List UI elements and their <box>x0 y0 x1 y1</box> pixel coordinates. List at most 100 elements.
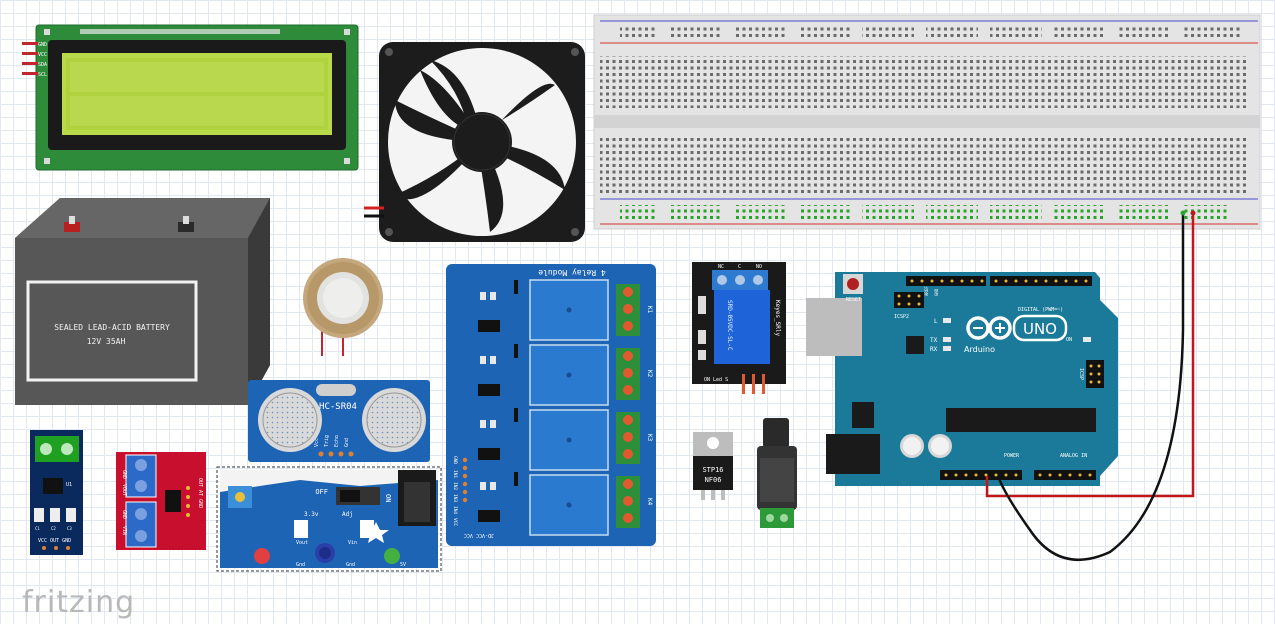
cap-c1: C1 <box>35 526 40 531</box>
icsp2-header <box>894 292 924 308</box>
reg-vin-label: Vin <box>348 540 357 546</box>
piezo-buzzer[interactable] <box>303 258 383 356</box>
vs-gnd-1: GND <box>121 470 127 479</box>
power-jack <box>826 434 880 474</box>
digital-header-1 <box>906 276 986 286</box>
reset-label: RESET <box>846 297 861 303</box>
reg-5v-label: 5V <box>400 562 406 568</box>
cap-c2: C2 <box>51 526 56 531</box>
relay4-bottom-label: JD-VCC VCC <box>464 532 494 538</box>
pin-trig: Trig <box>324 435 330 447</box>
cap-c3: C3 <box>67 526 72 531</box>
battery-label: SEALED LEAD-ACID BATTERY <box>54 323 170 332</box>
breadboard[interactable] <box>593 14 1261 230</box>
lcd-16x2-module[interactable]: GND VCC SDA SCL <box>22 24 359 171</box>
relay1-nc: NC <box>718 264 724 270</box>
relay-in1: IN1 <box>452 470 458 478</box>
lead-acid-battery[interactable]: SEALED LEAD-ACID BATTERY 12V 35AH <box>15 198 270 405</box>
terminal-area-bottom <box>600 135 1248 193</box>
vs-vout: VOUT <box>121 484 127 496</box>
current-sensor-module[interactable]: U1 C1 C2 C3 VCC OUT GND <box>30 430 83 555</box>
relay1-bottom-label: ON Led S <box>704 377 728 383</box>
relay-in-vcc: VCC <box>452 518 458 526</box>
arduino-infinity-logo-icon <box>966 316 1012 340</box>
single-relay-module[interactable]: NC C NO SRD-05VDC-SL-C Keyes_SRly ON Led… <box>692 262 786 394</box>
relay-k4: K4 <box>646 498 653 506</box>
usb-chip <box>906 336 924 354</box>
arduino-model: UNO <box>1023 320 1057 338</box>
terminal-area-top <box>600 56 1248 108</box>
relay1-c: C <box>738 264 741 270</box>
reg-vout-label: Vout <box>296 540 308 546</box>
arduino-uno-board[interactable]: RESET ICSP2 AREF GND DIGITAL (PWM=~) L T… <box>806 272 1118 486</box>
reg-on-label: ON <box>384 494 392 502</box>
icsp-header <box>1086 360 1104 388</box>
voltage-regulator-chip <box>852 402 874 428</box>
reg-gnd-1: Gnd <box>296 562 305 568</box>
on-label: ON <box>1066 337 1072 343</box>
gnd-label-top: GND <box>934 288 939 296</box>
cooling-fan[interactable] <box>364 42 585 242</box>
digital-header-2 <box>990 276 1092 286</box>
pin-vcc: Vcc <box>314 438 320 447</box>
relay1-brand: Keyes_SRly <box>774 300 781 337</box>
relay-in-gnd: GND <box>452 456 458 464</box>
red-wire[interactable] <box>985 213 1195 498</box>
lcd-pin-gnd: GND <box>38 42 47 48</box>
icsp2-label: ICSP2 <box>894 314 909 320</box>
adjustable-regulator-board[interactable]: OFF ON 3.3v Adj Vout Vin Gnd Gnd 5V <box>216 466 442 572</box>
usb-port <box>806 298 862 356</box>
power-header <box>940 470 1022 480</box>
led-l-label: L <box>934 318 938 325</box>
battery-rating: 12V 35AH <box>87 337 126 346</box>
vs-side-label: OUT AT GND <box>197 478 203 508</box>
led-rx-label: RX <box>930 346 938 353</box>
power-rail-top-holes <box>620 24 1240 38</box>
reg-gnd-2: Gnd <box>346 562 355 568</box>
reg-adj-label: Adj <box>342 511 353 518</box>
acs-chip-label: U1 <box>66 482 72 488</box>
relay-in3: IN3 <box>452 494 458 502</box>
lcd-pin-vcc: VCC <box>38 52 47 58</box>
atmega-chip <box>946 408 1096 432</box>
relay-k3: K3 <box>646 434 653 442</box>
wires[interactable] <box>985 210 1196 561</box>
mosfet-line1: STP16 <box>702 466 723 474</box>
ultrasonic-title: HC-SR04 <box>319 402 357 412</box>
relay-in4: IN4 <box>452 506 458 514</box>
pin-echo: Echo <box>334 435 340 447</box>
acs-pin-labels: VCC OUT GND <box>38 538 71 544</box>
vs-gnd-2: GND <box>121 510 127 519</box>
mosfet-line2: NF06 <box>705 476 722 484</box>
vs-vin: VIN <box>121 526 127 535</box>
four-relay-module[interactable]: 4 Relay Module K1 K2 K3 K4 <box>446 264 656 546</box>
relay1-no: NO <box>756 264 762 270</box>
analog-label: ANALOG IN <box>1060 453 1087 459</box>
arduino-name: Arduino <box>964 345 995 354</box>
black-wire[interactable] <box>996 213 1185 561</box>
relay-k2: K2 <box>646 370 653 378</box>
aref-label: AREF <box>924 286 929 296</box>
relay-in2: IN2 <box>452 482 458 490</box>
hc-sr04-ultrasonic-sensor[interactable]: HC-SR04 Vcc Trig Echo Gnd <box>248 380 430 462</box>
reg-33v-label: 3.3v <box>304 511 319 518</box>
power-label: POWER <box>1004 453 1020 459</box>
led-tx-label: TX <box>930 337 938 344</box>
relay1-model: SRD-05VDC-SL-C <box>726 300 733 351</box>
mosfet-transistor[interactable]: STP16 NF06 <box>693 432 733 500</box>
pin-gnd: Gnd <box>344 438 350 447</box>
reset-button[interactable] <box>847 278 859 290</box>
reg-off-label: OFF <box>315 488 328 496</box>
icsp-label: ICSP <box>1078 368 1084 380</box>
relay-k1: K1 <box>646 306 653 314</box>
fritzing-logo: fritzing <box>22 585 136 620</box>
dc-barrel-jack[interactable] <box>757 418 797 528</box>
voltage-sensor-module[interactable]: GND VOUT GND VIN OUT AT GND <box>116 452 206 550</box>
star-logo-icon <box>363 522 389 543</box>
lcd-pin-scl: SCL <box>38 72 47 78</box>
relay4-title: 4 Relay Module <box>538 268 606 277</box>
digital-label: DIGITAL (PWM=~) <box>1018 307 1063 313</box>
lcd-pin-sda: SDA <box>38 62 47 68</box>
